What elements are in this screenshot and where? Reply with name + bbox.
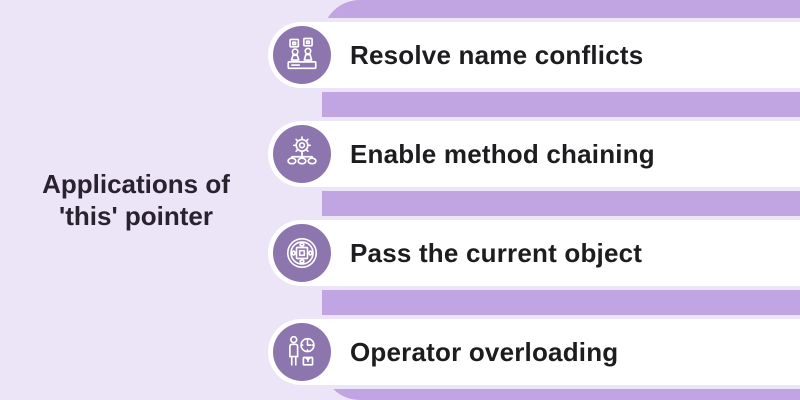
title-panel: Applications of 'this' pointer (0, 0, 272, 400)
list-item: Resolve name conflicts (268, 22, 800, 88)
list-item: Enable method chaining (268, 121, 800, 187)
current-object-icon (273, 224, 331, 282)
list-item: Operator overloading (268, 319, 800, 385)
list-item-label: Resolve name conflicts (350, 39, 644, 70)
name-conflict-icon (273, 26, 331, 84)
page-title-line2: 'this' pointer (59, 201, 213, 231)
page-title: Applications of 'this' pointer (42, 168, 230, 232)
page-title-line1: Applications of (42, 168, 230, 199)
list-item-label: Pass the current object (350, 237, 643, 268)
list-item-label: Operator overloading (350, 336, 619, 367)
method-chaining-icon (273, 125, 331, 183)
list-item: Pass the current object (268, 220, 800, 286)
list-item-label: Enable method chaining (350, 138, 655, 169)
operator-overloading-icon (273, 323, 331, 381)
